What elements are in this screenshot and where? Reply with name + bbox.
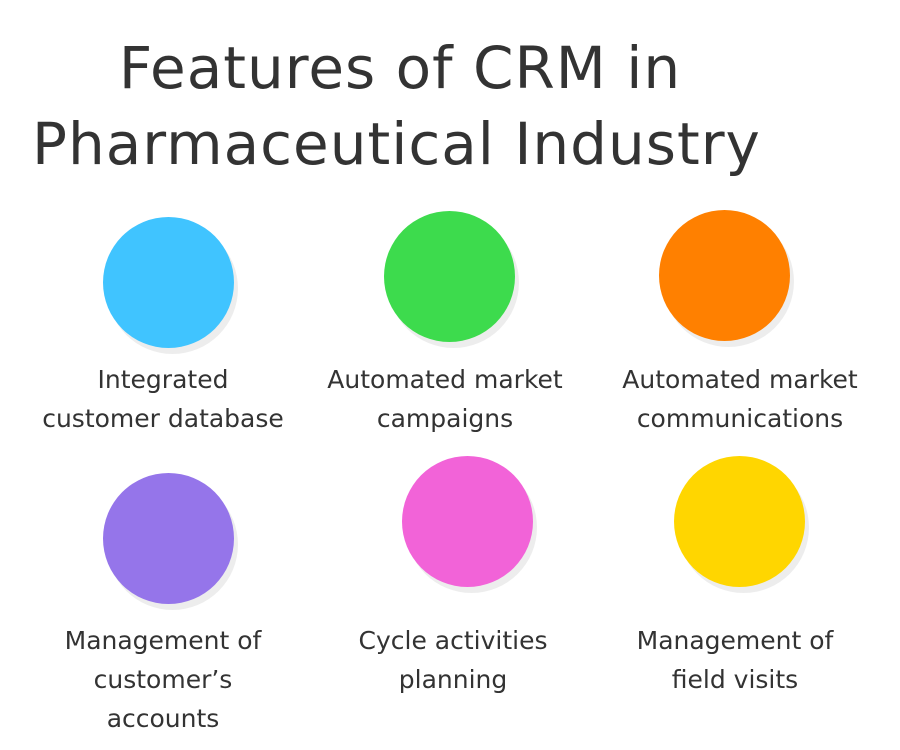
feature-label-integrated-database: Integrated customer database	[13, 360, 313, 438]
label-line: field visits	[671, 665, 799, 694]
label-line: customer’s	[93, 665, 233, 694]
label-line: Automated market	[327, 365, 563, 394]
label-line: Management of	[64, 626, 262, 655]
feature-circle-market-campaigns	[384, 211, 515, 342]
page-title: Features of CRM in Pharmaceutical Indust…	[0, 30, 810, 182]
feature-label-market-communications: Automated market communications	[590, 360, 890, 438]
label-line: Management of	[636, 626, 834, 655]
label-line: Cycle activities	[358, 626, 548, 655]
label-line: planning	[398, 665, 508, 694]
label-line: Integrated	[97, 365, 229, 394]
feature-circle-integrated-database	[103, 217, 234, 348]
feature-label-field-visits: Management of field visits	[585, 621, 885, 699]
label-line: communications	[636, 404, 844, 433]
title-line-1: Features of CRM in	[118, 34, 682, 102]
label-line: campaigns	[376, 404, 514, 433]
feature-label-customer-accounts: Management of customer’s accounts	[13, 621, 313, 738]
feature-label-cycle-planning: Cycle activities planning	[303, 621, 603, 699]
label-line: accounts	[106, 704, 220, 733]
label-line: customer database	[42, 404, 284, 433]
feature-circle-cycle-planning	[402, 456, 533, 587]
feature-circle-market-communications	[659, 210, 790, 341]
feature-circle-customer-accounts	[103, 473, 234, 604]
title-line-2: Pharmaceutical Industry	[32, 110, 761, 178]
feature-label-market-campaigns: Automated market campaigns	[295, 360, 595, 438]
feature-circle-field-visits	[674, 456, 805, 587]
label-line: Automated market	[622, 365, 858, 394]
